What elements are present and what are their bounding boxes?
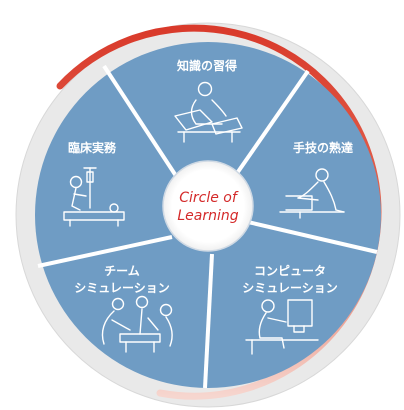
segment-separators: [37, 64, 378, 389]
center-title-line1: Circle of: [179, 190, 239, 206]
center-title-line2: Learning: [177, 208, 238, 224]
segment-clinical-label: 臨床実務: [68, 140, 117, 155]
segment-computer-sim: コンピュータ シミュレーション: [242, 264, 338, 355]
segment-knowledge: 知識の習得: [174, 58, 243, 143]
procedure-person-icon: [279, 168, 345, 219]
team-icon: [101, 295, 173, 353]
segment-skills-label: 手技の熟達: [293, 140, 353, 155]
center-hub: [162, 160, 254, 252]
segment-computer-sim-label-line2: シミュレーション: [242, 281, 338, 295]
segment-computer-sim-label-line1: コンピュータ: [254, 264, 326, 278]
segment-skills: 手技の熟達: [279, 140, 353, 219]
bedside-care-icon: [63, 167, 125, 227]
computer-user-icon: [245, 299, 319, 355]
segment-team-sim-label-line2: シミュレーション: [74, 281, 170, 295]
reading-person-icon: [174, 81, 243, 143]
segment-team-sim: チーム シミュレーション: [74, 264, 173, 353]
segment-team-sim-label-line1: チーム: [104, 264, 140, 278]
segment-knowledge-label: 知識の習得: [176, 58, 237, 73]
segment-clinical: 臨床実務: [63, 140, 125, 227]
